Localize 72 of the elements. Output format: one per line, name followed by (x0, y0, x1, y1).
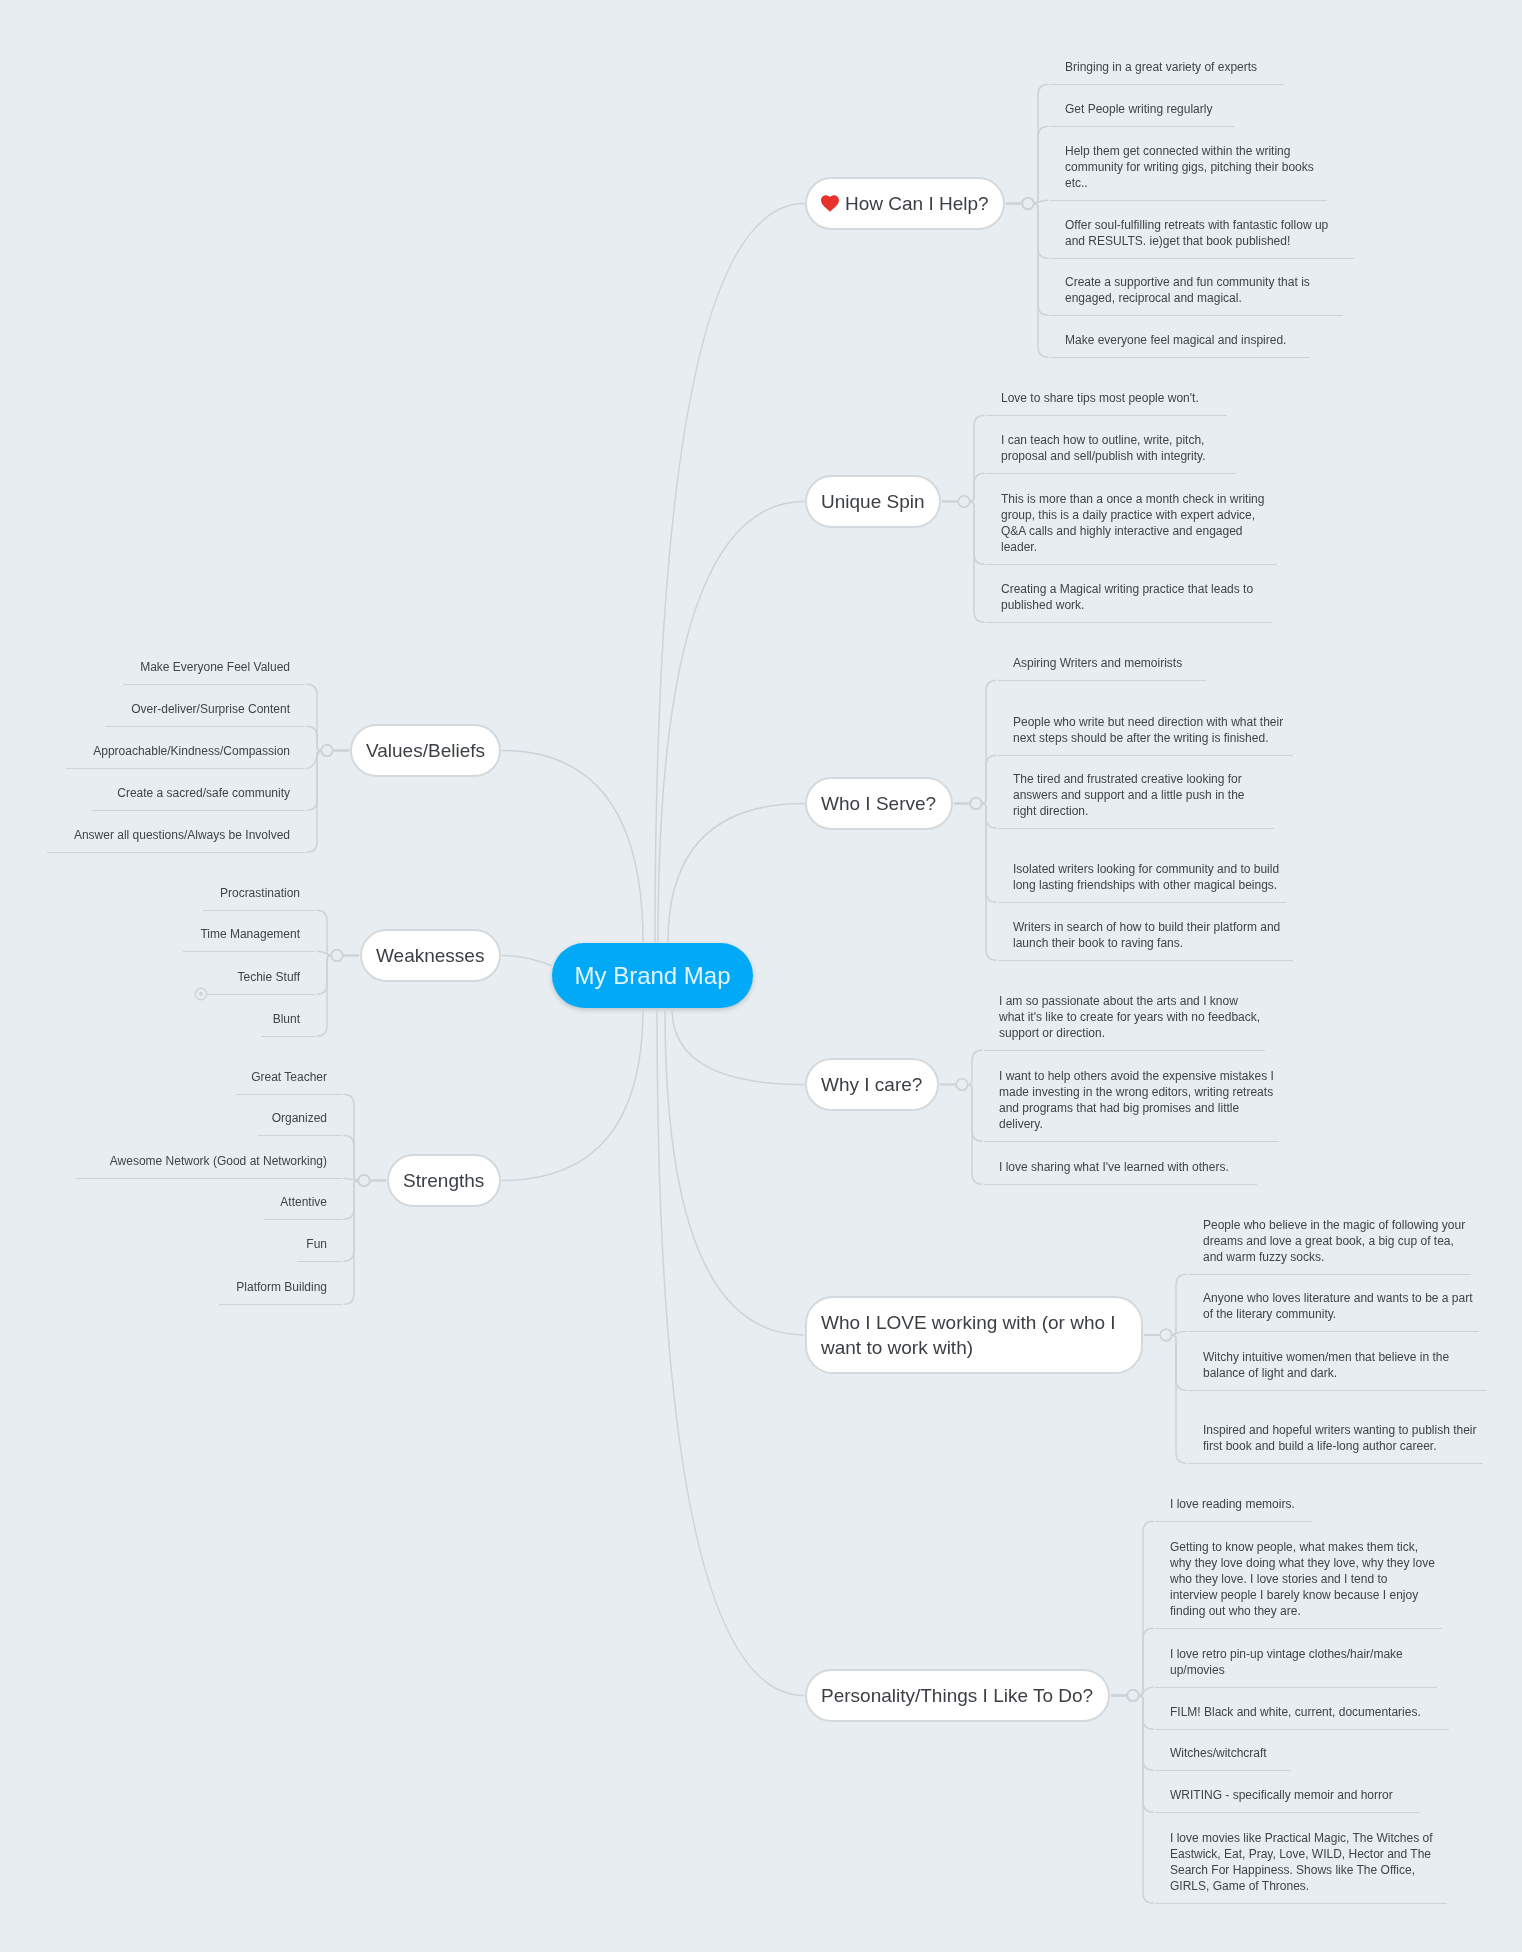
subtopic: Create a sacred/safe community (92, 777, 305, 811)
subtopic: Anyone who loves literature and wants to be a part of the literary community. (1188, 1282, 1479, 1332)
subtopic: Inspired and hopeful writers wanting to publish their first book and build a life-long author career. (1188, 1414, 1483, 1464)
subtopic: Awesome Network (Good at Networking) (76, 1145, 342, 1179)
topic-bubble (805, 475, 941, 528)
subtopic: Blunt (261, 1003, 315, 1037)
subtopic: I love reading memoirs. (1155, 1488, 1312, 1522)
subtopic: I want to help others avoid the expensive mistakes I made investing in the wrong editors, writing retreats and programs that had big promises and little delivery. (984, 1060, 1279, 1142)
topic-bubble (360, 929, 501, 982)
subtopic: Getting to know people, what makes them tick, why they love doing what they love, why they love who they love. I love stories and I tend to interview people I barely know because I enjoy finding out who they are. (1155, 1531, 1442, 1629)
subtopic: I love sharing what I've learned with others. (984, 1151, 1257, 1185)
branch-line (656, 1007, 806, 1697)
central-topic: My Brand Map (552, 943, 753, 1008)
subtopic: Answer all questions/Always be Involved (47, 819, 305, 853)
branch-line (500, 749, 644, 944)
subtopic: I love retro pin-up vintage clothes/hair/make up/movies (1155, 1638, 1437, 1688)
topic-label: How Can I Help? (845, 192, 989, 216)
subtopic: Offer soul-fulfilling retreats with fantastic follow up and RESULTS. ie)get that book published! (1050, 209, 1354, 259)
subtopic: Get People writing regularly (1050, 93, 1235, 127)
subtopic: Witches/witchcraft (1155, 1737, 1291, 1771)
topic-label: Who I Serve? (821, 792, 937, 816)
subtopic: Love to share tips most people won't. (986, 382, 1227, 416)
branch-line (664, 1007, 806, 1336)
subtopic: Writers in search of how to build their platform and launch their book to raving fans. (998, 911, 1293, 961)
branch-line (667, 802, 806, 944)
topic-label: Personality/Things I Like To Do? (821, 1684, 1094, 1708)
topic-bubble (805, 777, 953, 830)
subtopic: Help them get connected within the writing community for writing gigs, pitching their books etc.. (1050, 135, 1327, 201)
subtopic: FILM! Black and white, current, documentaries. (1155, 1696, 1449, 1730)
subtopic: Approachable/Kindness/Compassion (66, 735, 305, 769)
branch-line (500, 954, 553, 967)
subtopic: People who write but need direction with what their next steps should be after the writing is finished. (998, 706, 1293, 756)
branch-line (654, 202, 806, 944)
subtopic: Witchy intuitive women/men that believe in the balance of light and dark. (1188, 1341, 1487, 1391)
subtopic: Fun (297, 1228, 342, 1262)
subtopic: The tired and frustrated creative looking for answers and support and a little push in the right direction. (998, 763, 1274, 829)
subtopic: Isolated writers looking for community and to build long lasting friendships with other magical beings. (998, 853, 1286, 903)
subtopic: Bringing in a great variety of experts (1050, 51, 1284, 85)
topic-label: Strengths (403, 1169, 485, 1193)
topic-bubble (805, 1058, 939, 1111)
subtopic: I can teach how to outline, write, pitch, proposal and sell/publish with integrity. (986, 424, 1236, 474)
topic-bubble (387, 1154, 501, 1207)
branch-line (671, 1007, 806, 1086)
topic-label: Who I LOVE working with (or who I want to work with) (821, 1311, 1117, 1360)
subtopic: This is more than a once a month check in writing group, this is a daily practice with expert advice, Q&A calls and highly interactive and engaged leader. (986, 483, 1277, 565)
topic-label: Weaknesses (376, 944, 485, 968)
topic-label: Values/Beliefs (366, 739, 485, 763)
subtopic: People who believe in the magic of following your dreams and love a great book, a big cup of tea, and warm fuzzy socks. (1188, 1209, 1471, 1275)
subtopic: Over-deliver/Surprise Content (105, 693, 305, 727)
topic-bubble (805, 177, 1005, 230)
topic-bubble (805, 1669, 1110, 1722)
subtopic: Attentive (264, 1186, 342, 1220)
subtopic: Techie Stuff (207, 961, 315, 995)
subtopic: Make Everyone Feel Valued (123, 651, 305, 685)
subtopic: Make everyone feel magical and inspired. (1050, 324, 1310, 358)
topic-bubble (805, 1296, 1143, 1374)
subtopic: Time Management (183, 918, 315, 952)
subtopic: Platform Building (219, 1271, 342, 1305)
subtopic: WRITING - specifically memoir and horror (1155, 1779, 1420, 1813)
branch-line (500, 1007, 644, 1182)
subtopic: Create a supportive and fun community that is engaged, reciprocal and magical. (1050, 266, 1343, 316)
topic-label: Why I care? (821, 1073, 923, 1097)
subtopic: Procrastination (203, 877, 315, 911)
subtopic: Aspiring Writers and memoirists (998, 647, 1206, 681)
subtopic: Great Teacher (236, 1061, 342, 1095)
topic-label: Unique Spin (821, 490, 925, 514)
branch-line (657, 500, 806, 944)
subtopic: Organized (258, 1102, 342, 1136)
topic-bubble (350, 724, 501, 777)
subtopic: I love movies like Practical Magic, The Witches of Eastwick, Eat, Pray, Love, WILD, Hector and The Search For Happiness. Shows like The Office, GIRLS, Game of Thrones. (1155, 1822, 1447, 1904)
subtopic: I am so passionate about the arts and I know what it's like to create for years with no feedback, support or direction. (984, 985, 1265, 1051)
subtopic: Creating a Magical writing practice that leads to published work. (986, 573, 1272, 623)
